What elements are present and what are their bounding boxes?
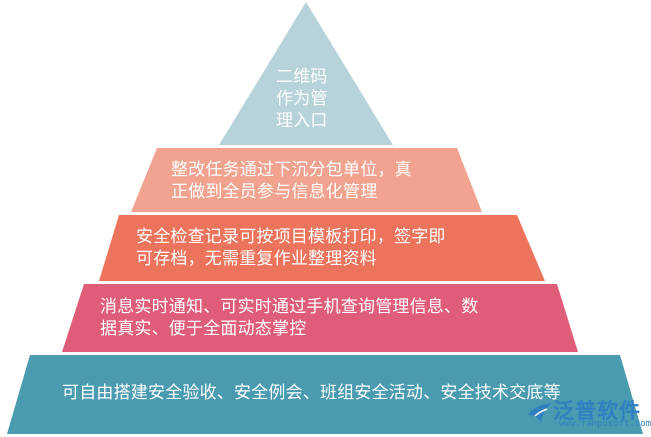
tier-5-text: 可自由搭建安全验收、安全例会、班组安全活动、安全技术交底等 xyxy=(62,382,561,404)
tier-1-line-2: 作为管 xyxy=(276,89,328,109)
tier-3-shape xyxy=(99,215,545,281)
brand-logo: 泛普软件 www.fanpusoft.com xyxy=(525,395,651,431)
tier-3-line-1: 安全检查记录可按项目模板打印，签字即 xyxy=(136,227,446,247)
tier-1-line-1: 二维码 xyxy=(276,67,328,87)
bird-logo-icon xyxy=(528,403,552,423)
tier-4-line-1: 消息实时通知、可实时通过手机查询管理信息、数 xyxy=(100,297,479,317)
tier-3-line-2: 可存档，无需重复作业整理资料 xyxy=(136,249,377,269)
tier-4-line-2: 据真实、便于全面动态掌控 xyxy=(100,319,307,339)
tier-5-shape xyxy=(7,355,643,434)
tier-5-line-1: 可自由搭建安全验收、安全例会、班组安全活动、安全技术交底等 xyxy=(62,383,561,403)
brand-url: www.fanpusoft.com xyxy=(559,419,651,429)
tier-2-line-1: 整改任务通过下沉分包单位，真 xyxy=(171,160,412,180)
tier-4-text: 消息实时通知、可实时通过手机查询管理信息、数 据真实、便于全面动态掌控 xyxy=(100,296,478,340)
tier-1-text: 二维码 作为管 理入口 xyxy=(276,66,328,132)
tier-4-shape xyxy=(62,284,578,352)
tier-1-line-3: 理入口 xyxy=(276,111,328,131)
brand-name: 泛普软件 xyxy=(553,399,641,423)
tier-2-text: 整改任务通过下沉分包单位，真 正做到全员参与信息化管理 xyxy=(171,159,412,203)
tier-2-shape xyxy=(131,148,482,212)
tier-2-line-2: 正做到全员参与信息化管理 xyxy=(171,182,378,202)
tier-3-text: 安全检查记录可按项目模板打印，签字即 可存档，无需重复作业整理资料 xyxy=(136,226,446,270)
tier-1-shape xyxy=(219,2,393,145)
